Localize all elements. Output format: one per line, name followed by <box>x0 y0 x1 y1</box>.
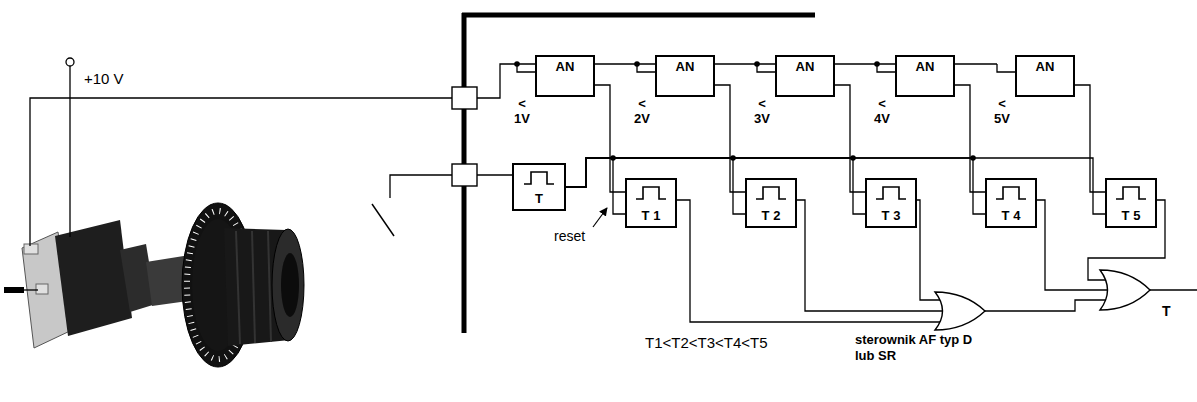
analog-comparator-box: AN< 1V <box>535 55 595 97</box>
analog-wire <box>30 98 452 246</box>
analog-comparator-box: AN< 3V <box>775 55 835 97</box>
block-label: AN <box>537 57 593 74</box>
junction-dot <box>754 61 760 67</box>
pot-terminal <box>36 284 48 294</box>
block-label: T 3 <box>867 208 915 226</box>
input-drop <box>757 64 775 72</box>
pulse-symbol <box>756 185 786 201</box>
input-drop <box>997 64 1015 72</box>
pulse-line <box>876 187 906 199</box>
reset-pointer <box>593 208 607 227</box>
pulse-symbol <box>636 185 666 201</box>
input-drop <box>517 64 535 72</box>
threshold-label: < 3V <box>750 96 774 126</box>
analog-comparator-box: AN< 2V <box>655 55 715 97</box>
pulse-symbol <box>996 185 1026 201</box>
timer-block: T <box>512 163 566 211</box>
block-label: T 4 <box>987 208 1035 226</box>
signal-wire <box>715 85 745 192</box>
timing-note: T1<T2<T3<T4<T5 <box>645 334 768 352</box>
signal-wire <box>955 85 985 192</box>
or-link-wire <box>985 300 1110 311</box>
switch-wire <box>390 175 452 198</box>
knob-rib <box>252 231 255 343</box>
output-wire <box>1150 289 1197 290</box>
controller-border <box>462 13 815 18</box>
threshold-label: < 1V <box>510 96 534 126</box>
block-label: T 2 <box>747 208 795 226</box>
timer-block: T 1 <box>625 178 677 228</box>
junction-dot <box>634 61 640 67</box>
pulse-line <box>524 172 554 184</box>
reset-wire <box>566 158 625 214</box>
analog-comparator-box: AN< 5V <box>1015 55 1075 97</box>
threshold-label: < 5V <box>990 96 1014 126</box>
reset-wire <box>566 158 865 214</box>
input-drop <box>877 64 895 72</box>
threshold-label: < 4V <box>870 96 894 126</box>
knob-rib <box>236 231 240 344</box>
knob-hole <box>281 253 299 317</box>
block-label: AN <box>897 57 953 74</box>
or-gate <box>935 292 985 330</box>
ground-wire <box>24 289 38 290</box>
pulse-line <box>756 187 786 199</box>
switch-input-wire <box>477 174 512 175</box>
controller-note: sterownik AF typ D lub SR <box>855 332 980 364</box>
pulse-symbol <box>876 185 906 201</box>
junction-dot <box>874 61 880 67</box>
block-label: T 5 <box>1107 208 1155 226</box>
signal-wire <box>1075 85 1105 192</box>
pot-body <box>55 220 132 336</box>
input-terminal <box>452 164 477 186</box>
pot-terminal <box>24 244 38 254</box>
knob-rib <box>268 231 271 342</box>
pulse-line <box>636 187 666 199</box>
signal-wire <box>595 85 625 192</box>
analog-comparator-box: AN< 4V <box>895 55 955 97</box>
pulse-line <box>1116 187 1146 199</box>
input-terminal <box>452 87 477 109</box>
pulse-symbol <box>524 170 554 186</box>
voltage-label: +10 V <box>84 70 124 88</box>
block-label: T <box>514 191 564 209</box>
knob-cap <box>272 229 304 341</box>
pulse-symbol <box>1116 185 1146 201</box>
timer-block: T 3 <box>865 178 917 228</box>
timer-block: T 2 <box>745 178 797 228</box>
block-label: AN <box>657 57 713 74</box>
or-gate <box>1100 270 1150 310</box>
block-label: AN <box>1017 57 1073 74</box>
timer-block: T 5 <box>1105 178 1157 228</box>
block-label: T 1 <box>627 208 675 226</box>
potentiometer-illustration <box>22 203 304 367</box>
ground-symbol <box>4 287 24 293</box>
switch-lever <box>372 204 394 236</box>
signal-wire <box>835 85 865 192</box>
supply-terminal <box>66 58 74 66</box>
threshold-label: < 2V <box>630 96 654 126</box>
input-drop <box>637 64 655 72</box>
reset-note: reset <box>554 228 585 245</box>
output-signal-name: T <box>1162 303 1171 320</box>
block-label: AN <box>777 57 833 74</box>
pulse-line <box>996 187 1026 199</box>
supply-wire <box>69 66 70 237</box>
junction-dot <box>514 61 520 67</box>
timer-block: T 4 <box>985 178 1037 228</box>
